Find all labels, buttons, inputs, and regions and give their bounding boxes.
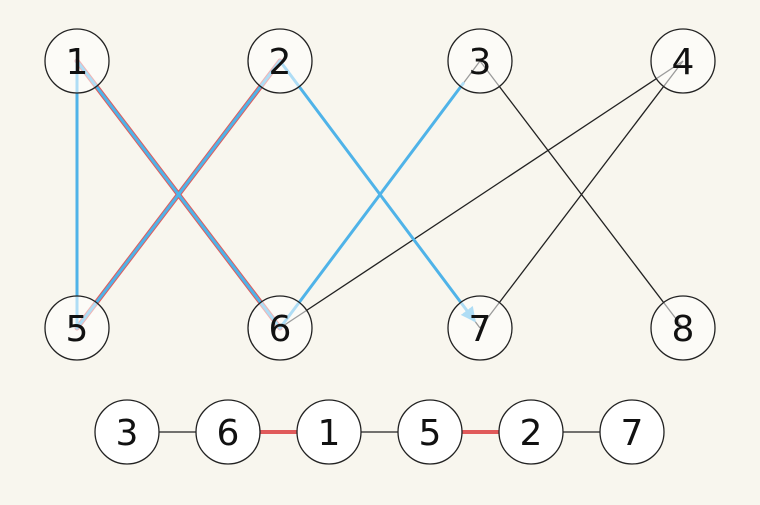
node-label-6: 6 [269, 309, 292, 350]
node-label-7: 7 [469, 309, 492, 350]
sequence-node-circle-6 [599, 399, 665, 465]
edge-4-7 [479, 60, 684, 329]
node-circle-4 [650, 28, 716, 94]
sequence-node-label-6: 7 [621, 413, 644, 454]
path-segment-3-6 [278, 81, 465, 330]
node-6: 6 [247, 295, 313, 361]
graph-nodes: 1 2 3 4 5 6 7 8 [44, 28, 716, 361]
sequence-node-label-5: 2 [520, 413, 543, 454]
sequence-node-3: 1 [296, 399, 362, 465]
sequence-node-circle-5 [498, 399, 564, 465]
sequence-node-circle-2 [195, 399, 261, 465]
node-circle-3 [447, 28, 513, 94]
node-3: 3 [447, 28, 513, 94]
node-circle-7 [447, 295, 513, 361]
node-label-1: 1 [66, 42, 89, 83]
sequence-node-4: 5 [397, 399, 463, 465]
sequence-node-label-4: 5 [419, 413, 442, 454]
sequence-node-2: 6 [195, 399, 261, 465]
augmenting-path [75, 59, 476, 330]
node-label-2: 2 [269, 42, 292, 83]
sequence-node-1: 3 [94, 399, 160, 465]
node-8: 8 [650, 295, 716, 361]
node-5: 5 [44, 295, 110, 361]
node-circle-2 [247, 28, 313, 94]
path-segment-5-2 [75, 59, 282, 330]
node-2: 2 [247, 28, 313, 94]
sequence-node-circle-4 [397, 399, 463, 465]
node-circle-5 [44, 295, 110, 361]
node-label-8: 8 [672, 309, 695, 350]
sequence-node-circle-3 [296, 399, 362, 465]
node-circle-1 [44, 28, 110, 94]
sequence-node-label-1: 3 [116, 413, 139, 454]
node-label-4: 4 [672, 42, 695, 83]
sequence-node-label-3: 1 [318, 413, 341, 454]
path-segment-2-7 [278, 59, 476, 323]
sequence-node-5: 2 [498, 399, 564, 465]
node-4: 4 [650, 28, 716, 94]
node-circle-6 [247, 295, 313, 361]
sequence-nodes: 3 6 1 5 2 7 [94, 399, 665, 465]
node-7: 7 [447, 295, 513, 361]
node-label-3: 3 [469, 42, 492, 83]
sequence-node-6: 7 [599, 399, 665, 465]
sequence-node-circle-1 [94, 399, 160, 465]
node-1: 1 [44, 28, 110, 94]
node-circle-8 [650, 295, 716, 361]
edge-4-6 [279, 60, 684, 329]
node-label-5: 5 [66, 309, 89, 350]
sequence-node-label-2: 6 [217, 413, 240, 454]
